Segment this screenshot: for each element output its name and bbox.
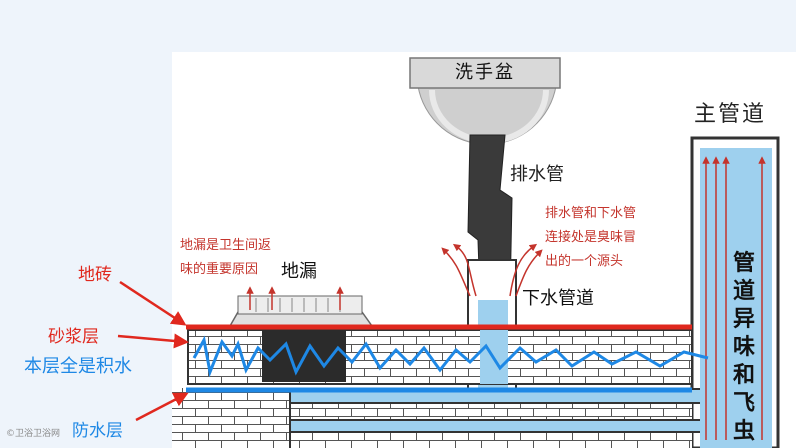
joint-odor-arrows [441,243,543,297]
mortar-annotation: 砂浆层 [48,327,99,347]
floor-drain-label: 地漏 [281,261,317,282]
tile-annotation: 地砖 [78,265,112,285]
waterproof-annotation: 防水层 [72,421,123,441]
floor-drain-note-line: 地漏是卫生间返 [180,238,272,253]
joint-note: 排水管和下水管 连接处是臭味冒 出的一个源头 [545,202,636,274]
odor-arrows [702,156,766,440]
joint-note-line: 出的一个源头 [545,254,624,269]
pipe-odor-label: 管道异味和飞虫 [732,251,755,444]
water-line [192,335,709,378]
floor-pipes [172,388,700,448]
drain-odor-arrows [246,286,344,310]
basin-label: 洗手盆 [455,62,515,83]
down-pipe-label: 下水管道 [522,288,594,309]
joint-note-line: 连接处是臭味冒 [545,230,637,245]
floor-drain-note: 地漏是卫生间返 味的重要原因 [180,234,271,282]
water-annotation: 本层全是积水 [24,356,132,377]
floor-drain-note-line: 味的重要原因 [180,262,259,277]
main-pipe-label: 主管道 [694,102,767,127]
annotation-arrows [117,280,189,422]
joint-note-line: 排水管和下水管 [545,206,637,221]
drain-pipe-label: 排水管 [510,164,564,185]
watermark: ©卫浴卫浴网 [6,429,61,439]
mortar-layer [187,329,693,385]
